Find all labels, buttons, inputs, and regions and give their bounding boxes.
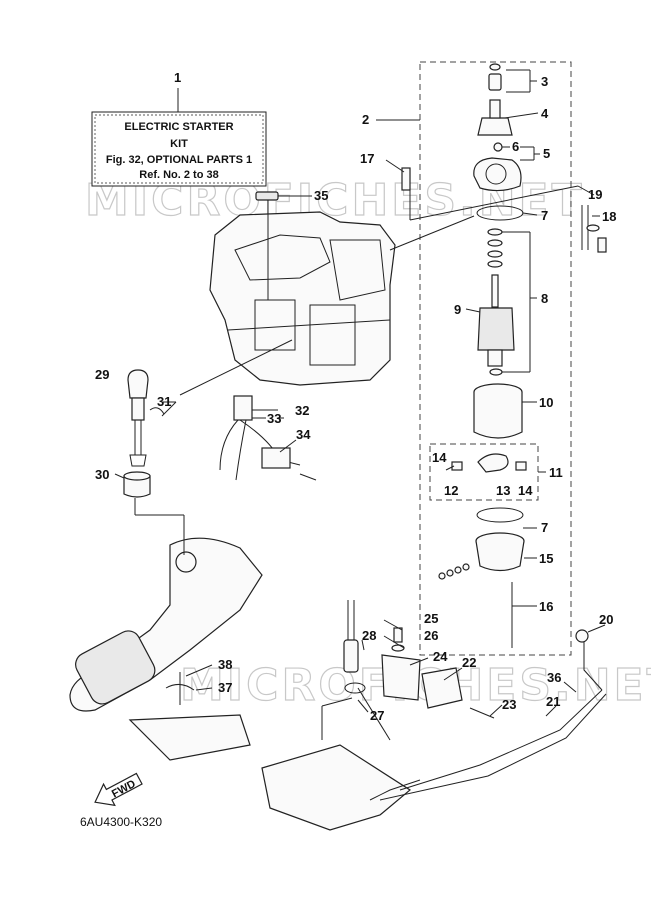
callout-14a: 14 — [432, 450, 447, 465]
callout-20: 20 — [599, 612, 613, 627]
tiller-handle — [69, 537, 263, 712]
kit-info-box: ELECTRIC STARTER KIT Fig. 32, OPTIONAL P… — [91, 88, 267, 187]
starter-motor-assembly — [438, 63, 527, 648]
callout-16: 16 — [539, 599, 553, 614]
callout-22: 22 — [462, 655, 476, 670]
callout-25: 25 — [424, 611, 438, 626]
callout-15: 15 — [539, 551, 553, 566]
engine-block — [209, 211, 396, 386]
callout-27: 27 — [370, 708, 384, 723]
callout-2: 2 — [362, 112, 369, 127]
callout-24: 24 — [433, 649, 448, 664]
callout-3: 3 — [541, 74, 548, 89]
kit-subtitle: KIT — [170, 138, 188, 150]
bolt-17 — [401, 167, 411, 191]
callout-6: 6 — [512, 139, 519, 154]
callout-29: 29 — [95, 367, 109, 382]
collar-30 — [123, 475, 151, 498]
callout-38: 38 — [218, 657, 232, 672]
callout-9: 9 — [454, 302, 461, 317]
callout-28: 28 — [362, 628, 376, 643]
callout-8: 8 — [541, 291, 548, 306]
fwd-arrow — [94, 772, 143, 807]
bracket-plate — [128, 714, 251, 761]
bottom-cowling — [261, 744, 412, 831]
callout-4: 4 — [541, 106, 549, 121]
starter-kit-boundary — [419, 61, 572, 656]
callout-17: 17 — [360, 151, 374, 166]
kit-title: ELECTRIC STARTER — [124, 121, 233, 133]
callout-1: 1 — [174, 70, 181, 85]
callout-34: 34 — [296, 427, 311, 442]
bolt-18 — [597, 237, 607, 253]
battery-cables — [369, 629, 607, 801]
callout-36: 36 — [547, 670, 561, 685]
callout-18: 18 — [602, 209, 616, 224]
callout-11: 11 — [549, 465, 563, 480]
rectifier-group — [343, 600, 495, 719]
clip-31 — [149, 407, 165, 415]
callout-33: 33 — [267, 411, 281, 426]
drawing-code: 6AU4300-K320 — [80, 815, 162, 829]
relay-harness-32-34 — [219, 395, 317, 481]
callout-30: 30 — [95, 467, 109, 482]
callout-19: 19 — [588, 187, 602, 202]
callout-23: 23 — [502, 697, 516, 712]
leader-lines — [114, 69, 606, 741]
callout-14b: 14 — [518, 483, 533, 498]
callout-32: 32 — [295, 403, 309, 418]
callout-13: 13 — [496, 483, 510, 498]
kit-ref-range: Ref. No. 2 to 38 — [139, 169, 218, 181]
callout-10: 10 — [539, 395, 553, 410]
callout-7b: 7 — [541, 520, 548, 535]
callout-7: 7 — [541, 208, 548, 223]
bolt-35 — [255, 191, 279, 201]
starter-switch-29 — [127, 369, 149, 467]
callout-35: 35 — [314, 188, 328, 203]
kit-figure-ref: Fig. 32, OPTIONAL PARTS 1 — [106, 154, 252, 166]
callout-31: 31 — [157, 394, 171, 409]
callout-26: 26 — [424, 628, 438, 643]
callout-12: 12 — [444, 483, 458, 498]
callout-5: 5 — [543, 146, 550, 161]
fwd-label: FWD — [110, 778, 138, 800]
callout-37: 37 — [218, 680, 232, 695]
callout-21: 21 — [546, 694, 560, 709]
